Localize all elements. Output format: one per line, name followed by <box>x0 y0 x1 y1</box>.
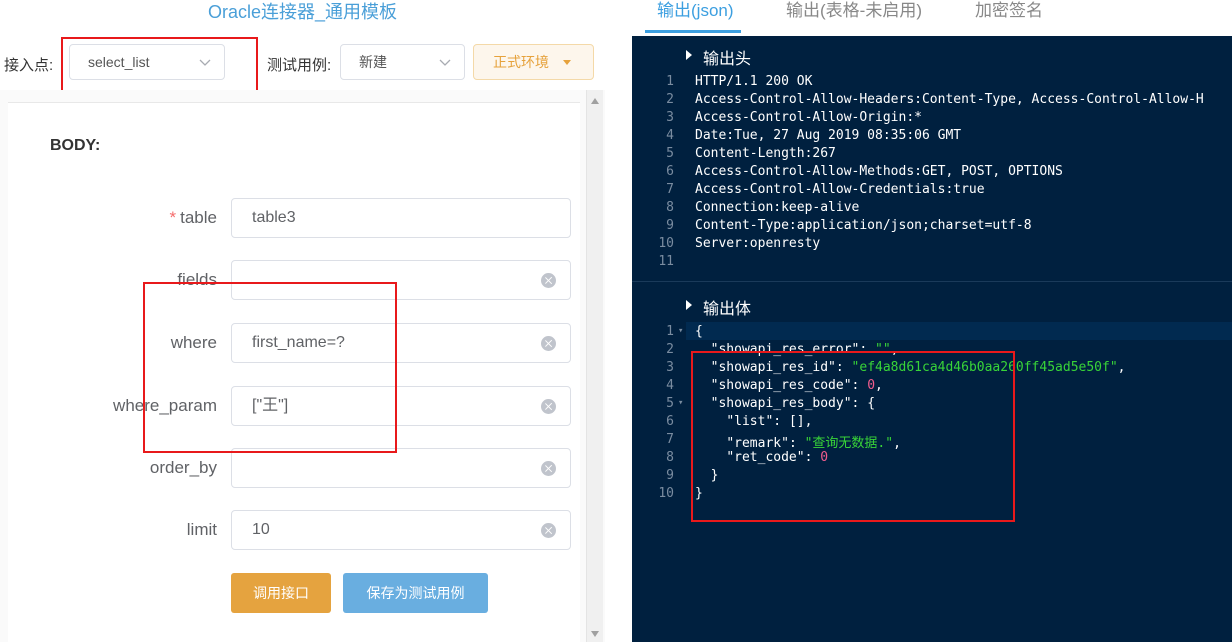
form-area: BODY: <box>0 90 605 642</box>
test-case-value: 新建 <box>359 54 387 70</box>
required-mark: * <box>169 208 177 227</box>
fields-input[interactable] <box>231 260 571 300</box>
caret-right-icon <box>686 300 692 310</box>
tab-signature[interactable]: 加密签名 <box>975 1 1043 20</box>
code-line: Access-Control-Allow-Origin:* <box>695 110 922 125</box>
code-line: "list": [], <box>726 414 813 429</box>
page-title: Oracle连接器_通用模板 <box>207 2 398 22</box>
field-label-order-by: order_by <box>149 458 217 477</box>
code-line: { <box>695 324 703 339</box>
tab-output-table[interactable]: 输出(表格-未启用) <box>786 1 922 20</box>
code-line: "showapi_res_id": "ef4a8d61ca4d46b0aa260… <box>710 360 1126 375</box>
clear-icon[interactable] <box>541 336 556 351</box>
order-by-input[interactable] <box>231 448 571 488</box>
environment-label: 正式环境 <box>493 54 549 70</box>
code-line: Access-Control-Allow-Headers:Content-Typ… <box>695 92 1204 107</box>
field-label-where: where <box>170 333 217 352</box>
code-line: "showapi_res_code": 0, <box>710 378 883 393</box>
environment-dropdown-button[interactable]: 正式环境 <box>473 44 594 80</box>
clear-icon[interactable] <box>541 523 556 538</box>
access-point-value: select_list <box>88 54 150 70</box>
line-gutter: 1▾ 2 3 4 5▾ 6 7 8 9 10 <box>658 324 684 501</box>
access-point-select[interactable]: select_list <box>69 44 225 80</box>
highlight-box-access-point <box>61 37 258 97</box>
code-line: Server:openresty <box>695 236 821 251</box>
code-line: Connection:keep-alive <box>695 200 860 215</box>
active-line-highlight <box>686 322 1232 340</box>
call-api-button[interactable]: 调用接口 <box>231 573 331 613</box>
code-line: "remark": "查询无数据.", <box>726 436 901 451</box>
table-input[interactable]: table3 <box>231 198 571 238</box>
section-title: 输出头 <box>703 51 752 68</box>
caret-right-icon <box>686 50 692 60</box>
request-panel: Oracle连接器_通用模板 接入点: select_list 测试用例: 新建… <box>0 0 605 642</box>
toolbar: 接入点: select_list 测试用例: 新建 正式环境 <box>0 36 605 90</box>
clear-icon[interactable] <box>541 273 556 288</box>
field-label-limit: limit <box>186 520 217 539</box>
test-case-select[interactable]: 新建 <box>340 44 465 80</box>
field-label-fields: fields <box>177 270 217 289</box>
tab-output-json[interactable]: 输出(json) <box>657 1 734 20</box>
response-body-editor[interactable]: 1▾ 2 3 4 5▾ 6 7 8 9 10 { "showapi_res_er… <box>632 324 1232 524</box>
scrollbar[interactable] <box>586 90 603 642</box>
test-case-label: 测试用例: <box>267 57 332 74</box>
clear-icon[interactable] <box>541 461 556 476</box>
caret-down-icon <box>563 60 571 65</box>
code-line: "ret_code": 0 <box>726 450 829 465</box>
access-point-label: 接入点: <box>4 57 54 74</box>
panel-gap <box>605 0 632 642</box>
code-line: } <box>695 486 703 501</box>
clear-icon[interactable] <box>541 399 556 414</box>
code-line: Content-Length:267 <box>695 146 836 161</box>
response-body-section[interactable]: 输出体 <box>632 287 1232 323</box>
code-line: HTTP/1.1 200 OK <box>695 74 813 89</box>
where-input[interactable]: first_name=? <box>231 323 571 363</box>
save-test-case-button[interactable]: 保存为测试用例 <box>343 573 488 613</box>
code-line: Content-Type:application/json;charset=ut… <box>695 218 1032 233</box>
highlight-box-where <box>143 282 397 453</box>
field-label-table: *table <box>169 208 218 227</box>
limit-input[interactable]: 10 <box>231 510 571 550</box>
scroll-up-icon[interactable] <box>591 98 599 104</box>
code-line: "showapi_res_error": "", <box>710 342 899 357</box>
scroll-down-icon[interactable] <box>591 631 599 637</box>
section-divider <box>632 281 1232 282</box>
highlight-box-response-body <box>691 351 1015 522</box>
code-line: Access-Control-Allow-Credentials:true <box>695 182 985 197</box>
code-line: Access-Control-Allow-Methods:GET, POST, … <box>695 164 1063 179</box>
code-line: "showapi_res_body": { <box>710 396 876 411</box>
chevron-down-icon <box>199 59 211 66</box>
code-line: Date:Tue, 27 Aug 2019 08:35:06 GMT <box>695 128 962 143</box>
where-param-input[interactable]: ["王"] <box>231 386 571 426</box>
section-title: BODY: <box>50 137 101 154</box>
response-header-section[interactable]: 输出头 <box>632 37 1232 73</box>
section-title: 输出体 <box>703 301 752 318</box>
output-tabs: 输出(json) 输出(表格-未启用) 加密签名 <box>632 0 1232 36</box>
body-form: BODY: <box>8 102 580 642</box>
field-label-where-param: where_param <box>113 396 217 415</box>
active-tab-indicator <box>645 30 741 33</box>
chevron-down-icon <box>439 59 451 66</box>
code-line: } <box>710 468 719 483</box>
